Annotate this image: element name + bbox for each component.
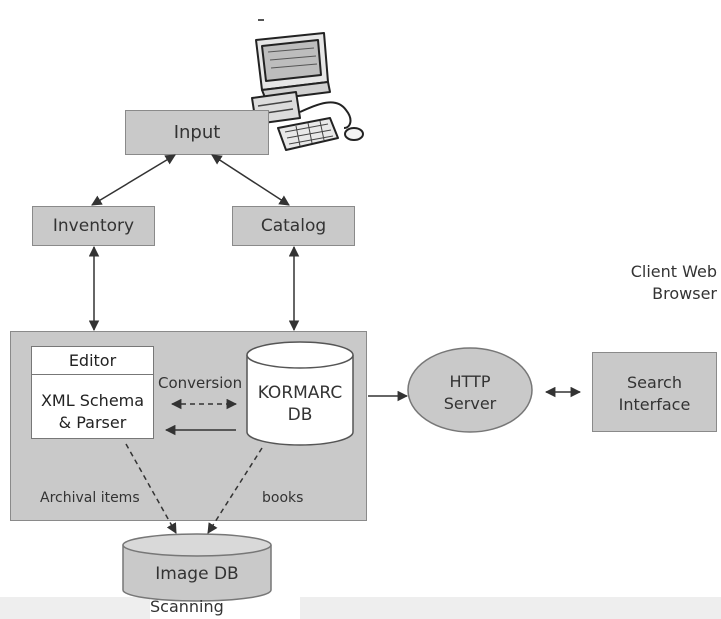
xml-schema-line-2: & Parser xyxy=(58,413,127,432)
editor-panel: Editor XML Schema & Parser xyxy=(31,346,154,439)
scanning-label: Scanning xyxy=(150,597,224,616)
search-interface-box: Search Interface xyxy=(592,352,717,432)
http-server-line-1: HTTP xyxy=(449,372,491,391)
client-web-browser-line-2: Browser xyxy=(652,284,717,303)
xml-schema-line-1: XML Schema xyxy=(40,391,145,410)
search-interface-line-2: Interface xyxy=(618,395,691,414)
image-db-label: Image DB xyxy=(155,564,239,584)
editor-label: Editor xyxy=(32,347,153,375)
kormarc-label-line-1: KORMARC xyxy=(257,383,343,403)
search-interface-line-1: Search xyxy=(627,373,682,392)
top-dash-mark xyxy=(258,19,264,21)
client-web-browser-line-1: Client Web xyxy=(630,262,717,281)
inventory-box: Inventory xyxy=(32,206,155,246)
kormarc-label-line-2: DB xyxy=(287,405,313,425)
archival-items-label: Archival items xyxy=(40,490,140,506)
watermark-band-left xyxy=(0,597,150,619)
arrow-input-inventory xyxy=(91,154,176,206)
watermark-band-right xyxy=(300,597,721,619)
catalog-box: Catalog xyxy=(232,206,355,246)
conversion-label: Conversion xyxy=(158,374,243,392)
arrow-input-catalog xyxy=(211,154,290,206)
input-box: Input xyxy=(125,110,269,155)
books-label: books xyxy=(262,490,304,506)
http-server-line-2: Server xyxy=(443,394,497,413)
